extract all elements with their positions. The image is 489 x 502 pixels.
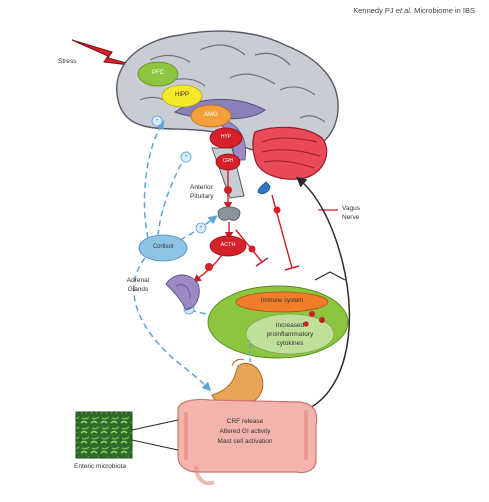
hpa-red-dot-1 [224,186,232,194]
minus-sign-1 [151,115,163,127]
hipp-label: HIPP [174,92,189,98]
stress-label: Stress [58,58,77,65]
header-authors: Kennedy PJ [353,6,394,15]
anterior-pituitary-shape [217,206,241,221]
stomach-illustration [211,358,264,407]
minus-glyph-4: - [187,303,191,312]
colon-illustration [177,398,318,486]
cortisol-feedback-hipp [157,151,189,237]
cortisol-label: Cortisol [152,244,174,250]
minus-sign-3 [195,222,207,234]
enteric-microbiota-label: Enteric microbiota [74,463,127,470]
vagus-bracket-line [314,271,331,281]
hyp-node [209,127,243,149]
microbiota-pointer-1 [131,419,179,431]
adrenal-label: Adrenal [126,277,150,284]
vagus-bracket-line-2 [329,271,346,281]
pituitary-label: Pituitary [190,193,214,200]
acth-red-dot [205,263,213,271]
immune-system-cell [207,285,349,359]
cortisol-feedback-pfc [143,120,165,239]
amg-region [190,104,232,128]
nerve-label: Nerve [342,214,360,221]
header-etal: et al. [395,6,413,15]
header-source: Microbiome in IBS [414,6,475,15]
immune-inhibition-bar-2 [284,265,300,271]
crh-label: CRH [222,158,234,164]
vagus-afferent-arc [296,176,351,413]
pfc-region [137,61,179,87]
hyp-label: HYP [220,134,232,140]
cytokines-label-1: Increased [275,322,305,329]
minus-glyph-3: - [199,222,203,231]
enteric-microbiota-image [75,411,133,459]
acth-node [209,235,247,257]
cortisol-node [138,234,188,262]
cytokines-label-3: cytokines [276,340,304,347]
pfc-label: PFC [152,70,164,76]
brainstem-red-dot [273,206,281,214]
hipp-region [161,84,203,108]
acth-to-immune-inhibition [235,229,263,263]
minus-glyph-1: - [155,115,159,124]
cytokines-label-2: proinflammatory [266,331,314,338]
gut-effect-1: CRF release [226,418,264,425]
adrenal-gland-shape [165,274,200,311]
gut-effect-3: Mast cell activation [217,438,273,445]
acth-side-red-dot [248,245,256,253]
immune-inhibition-bar-1 [255,257,269,267]
acth-label: ACTH [220,242,236,248]
vagus-label: Vagus [342,205,360,212]
glands-label: Glands [127,286,149,293]
amg-label: AMG [204,112,218,118]
immune-system-label: Immune system [260,298,304,304]
anterior-label: Anterior [190,184,213,191]
figure-header: Kennedy PJ et al. Microbiome in IBS [353,6,475,15]
minus-glyph-2: - [184,151,188,160]
minus-sign-2 [180,151,192,163]
microbiota-pointer-2 [131,439,179,451]
gut-effect-2: Altered GI activity [219,428,271,435]
brainstem-red-line [271,194,293,269]
